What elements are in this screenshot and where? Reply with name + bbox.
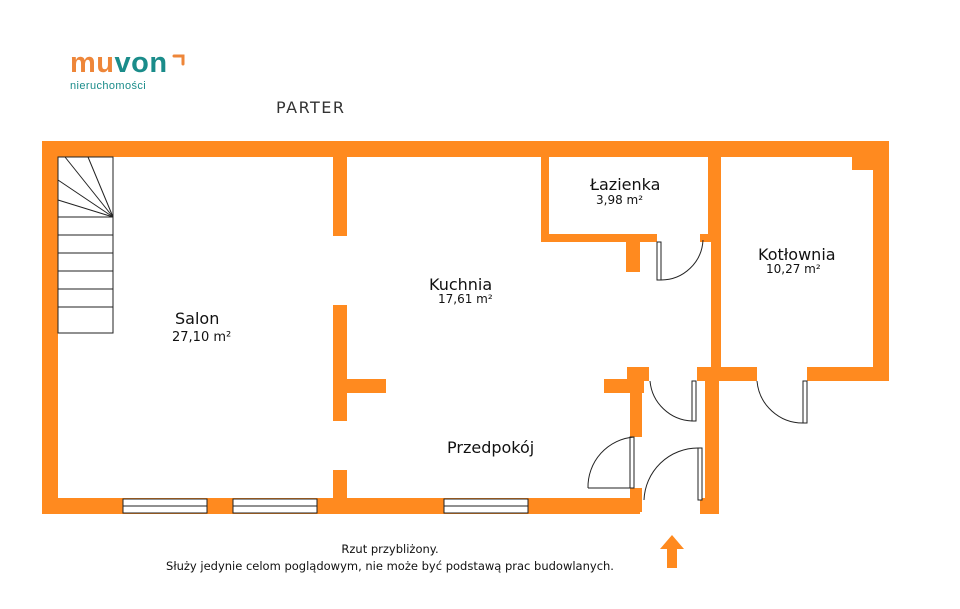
door-kotlownia — [756, 380, 808, 424]
disclaimer: Rzut przybliżony. Służy jedynie celom po… — [120, 541, 660, 575]
wall-vestibule-right — [705, 377, 719, 514]
wall-vestibule-top — [627, 367, 649, 381]
brand-name-part2: von — [114, 47, 168, 79]
door-vestibule-upper — [649, 380, 697, 422]
windows — [122, 498, 529, 514]
room-area-kotlownia: 10,27 m² — [766, 262, 821, 276]
wall-lazienka-bottom-right — [700, 234, 714, 242]
door-vestibule-inner — [587, 436, 635, 489]
room-area-lazienka: 3,98 m² — [596, 193, 644, 207]
room-name-lazienka: Łazienka — [590, 175, 661, 194]
partition-salon-top — [333, 150, 347, 236]
brand-tagline: nieruchomości — [70, 80, 147, 92]
wall-kotlownia-left — [711, 150, 721, 380]
disclaimer-line2: Służy jedynie celom poglądowym, nie może… — [166, 559, 614, 573]
partition-salon-bottom — [333, 470, 347, 504]
room-name-kotlownia: Kotłownia — [758, 245, 836, 264]
room-name-przedpokoj: Przedpokój — [447, 438, 535, 457]
floor-title: PARTER — [276, 98, 346, 117]
room-area-kuchnia: 17,61 m² — [438, 292, 493, 306]
wall-lazienka-bottom — [541, 234, 657, 242]
wall-left — [42, 141, 58, 514]
wall-lazienka-pier — [626, 240, 640, 272]
corner-arrow-icon — [172, 54, 185, 66]
wall-lazienka-left — [541, 150, 549, 242]
wall-vestibule-left-lower — [630, 488, 642, 512]
staircase — [57, 156, 114, 334]
up-arrow-icon — [660, 535, 684, 568]
room-name-salon: Salon — [175, 309, 220, 328]
partition-salon-mid — [333, 305, 347, 421]
wall-right-corner — [852, 150, 877, 170]
wall-right — [873, 141, 889, 381]
door-lazienka — [656, 239, 704, 281]
wall-vestibule-left — [630, 381, 642, 437]
room-area-salon: 27,10 m² — [172, 330, 232, 345]
doors — [587, 239, 808, 501]
disclaimer-line1: Rzut przybliżony. — [341, 542, 439, 556]
room-name-kuchnia: Kuchnia — [429, 275, 493, 294]
walls — [42, 141, 889, 514]
door-entrance — [643, 447, 703, 501]
brand-name-part1: mu — [70, 47, 115, 79]
partition-salon-stub — [333, 379, 386, 393]
wall-kotlownia-bottom-right — [807, 367, 889, 381]
wall-top — [42, 141, 889, 157]
